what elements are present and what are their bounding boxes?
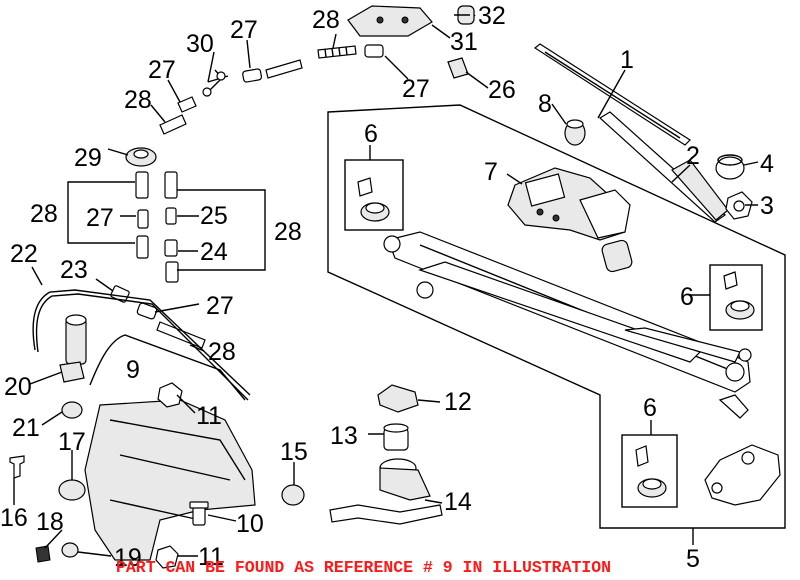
bolt-10 — [189, 501, 209, 526]
callout-12: 12 — [444, 388, 472, 416]
bushing-kit-c — [635, 445, 667, 498]
nut-3 — [725, 191, 753, 220]
callout-23: 23 — [60, 256, 88, 284]
detail-box-6c — [621, 434, 678, 508]
cap-12 — [377, 384, 419, 413]
hose-28-top — [317, 45, 357, 59]
washer-nozzle-31 — [347, 5, 433, 37]
filler-neck-14 — [329, 458, 443, 525]
callout-9: 9 — [126, 356, 140, 384]
callout-10: 10 — [236, 510, 264, 538]
detail-box-6a — [344, 159, 404, 231]
wiper-linkage — [383, 231, 752, 419]
callout-13: 13 — [330, 422, 358, 450]
callout-7: 7 — [484, 158, 498, 186]
callout-17: 17 — [58, 428, 86, 456]
callout-18: 18 — [36, 508, 64, 536]
hose-upper-left — [159, 59, 303, 135]
wiper-arm — [598, 111, 729, 223]
callout-20: 20 — [4, 373, 32, 401]
bushing-kit-a — [357, 177, 390, 222]
bracket-28-left — [67, 181, 135, 244]
bracket-28-right — [177, 189, 266, 271]
callout-15: 15 — [280, 438, 308, 466]
leader-lines — [13, 14, 759, 557]
callout-27b: 27 — [148, 56, 176, 84]
cap-13 — [383, 423, 409, 451]
grommet-29 — [125, 147, 157, 167]
callout-21: 21 — [12, 414, 40, 442]
grommet-17 — [58, 479, 86, 501]
callout-11a: 11 — [196, 402, 222, 430]
motor-bushing — [601, 239, 633, 273]
callout-8: 8 — [538, 90, 552, 118]
callout-28a: 28 — [312, 6, 340, 34]
callout-6c: 6 — [643, 394, 657, 422]
wiper-motor — [507, 167, 631, 241]
connector-27-mid — [136, 302, 158, 320]
grommet-21 — [61, 401, 83, 419]
callout-25: 25 — [200, 202, 228, 230]
callout-26: 26 — [488, 76, 516, 104]
callout-1: 1 — [620, 46, 634, 74]
callout-28e: 28 — [208, 338, 236, 366]
callout-28d: 28 — [274, 218, 302, 246]
hose-22 — [32, 289, 251, 401]
callout-28c: 28 — [30, 200, 58, 228]
callout-19: 19 — [114, 544, 142, 572]
callout-27a: 27 — [230, 16, 258, 44]
fittings-left — [135, 171, 149, 259]
nut-11-top — [157, 382, 183, 408]
callout-22: 22 — [10, 240, 38, 268]
fittings-right — [164, 171, 179, 283]
wiper-blade — [533, 43, 691, 146]
callout-24: 24 — [200, 238, 228, 266]
washer-reservoir — [84, 399, 256, 561]
callout-3: 3 — [760, 192, 774, 220]
callout-11b: 11 — [198, 543, 224, 571]
callout-16: 16 — [0, 504, 28, 532]
grommet-8 — [564, 119, 586, 146]
callout-32: 32 — [478, 2, 506, 30]
nut-11-bottom — [155, 545, 179, 569]
callout-27c: 27 — [402, 75, 430, 103]
callout-28b: 28 — [124, 86, 152, 114]
detail-box-6b — [709, 264, 763, 331]
plug-16 — [9, 455, 25, 479]
reference-note: PART CAN BE FOUND AS REFERENCE # 9 IN IL… — [116, 558, 611, 577]
callout-6b: 6 — [680, 283, 694, 311]
callout-2: 2 — [686, 142, 700, 170]
grommet-19 — [61, 542, 79, 558]
callout-29: 29 — [74, 144, 102, 172]
callout-14: 14 — [444, 488, 472, 516]
callout-30: 30 — [186, 30, 214, 58]
grommet-15 — [281, 484, 305, 506]
bushing-kit-b — [723, 271, 755, 320]
callout-27d: 27 — [86, 204, 114, 232]
washer-pump — [59, 314, 87, 383]
connector-26 — [447, 57, 469, 79]
hose-28-mid — [156, 321, 206, 349]
callout-27e: 27 — [206, 292, 234, 320]
sensor-18 — [35, 545, 51, 563]
callout-4: 4 — [760, 150, 774, 178]
cap-4 — [715, 154, 745, 180]
callout-5: 5 — [686, 545, 700, 573]
linkage-bracket — [704, 444, 781, 506]
callout-31: 31 — [450, 28, 478, 56]
connector-27-top — [364, 44, 384, 58]
callout-6a: 6 — [364, 120, 378, 148]
callout-numbers: 1 2 3 4 5 6 6 6 7 8 9 10 11 11 12 13 14 … — [0, 2, 774, 573]
